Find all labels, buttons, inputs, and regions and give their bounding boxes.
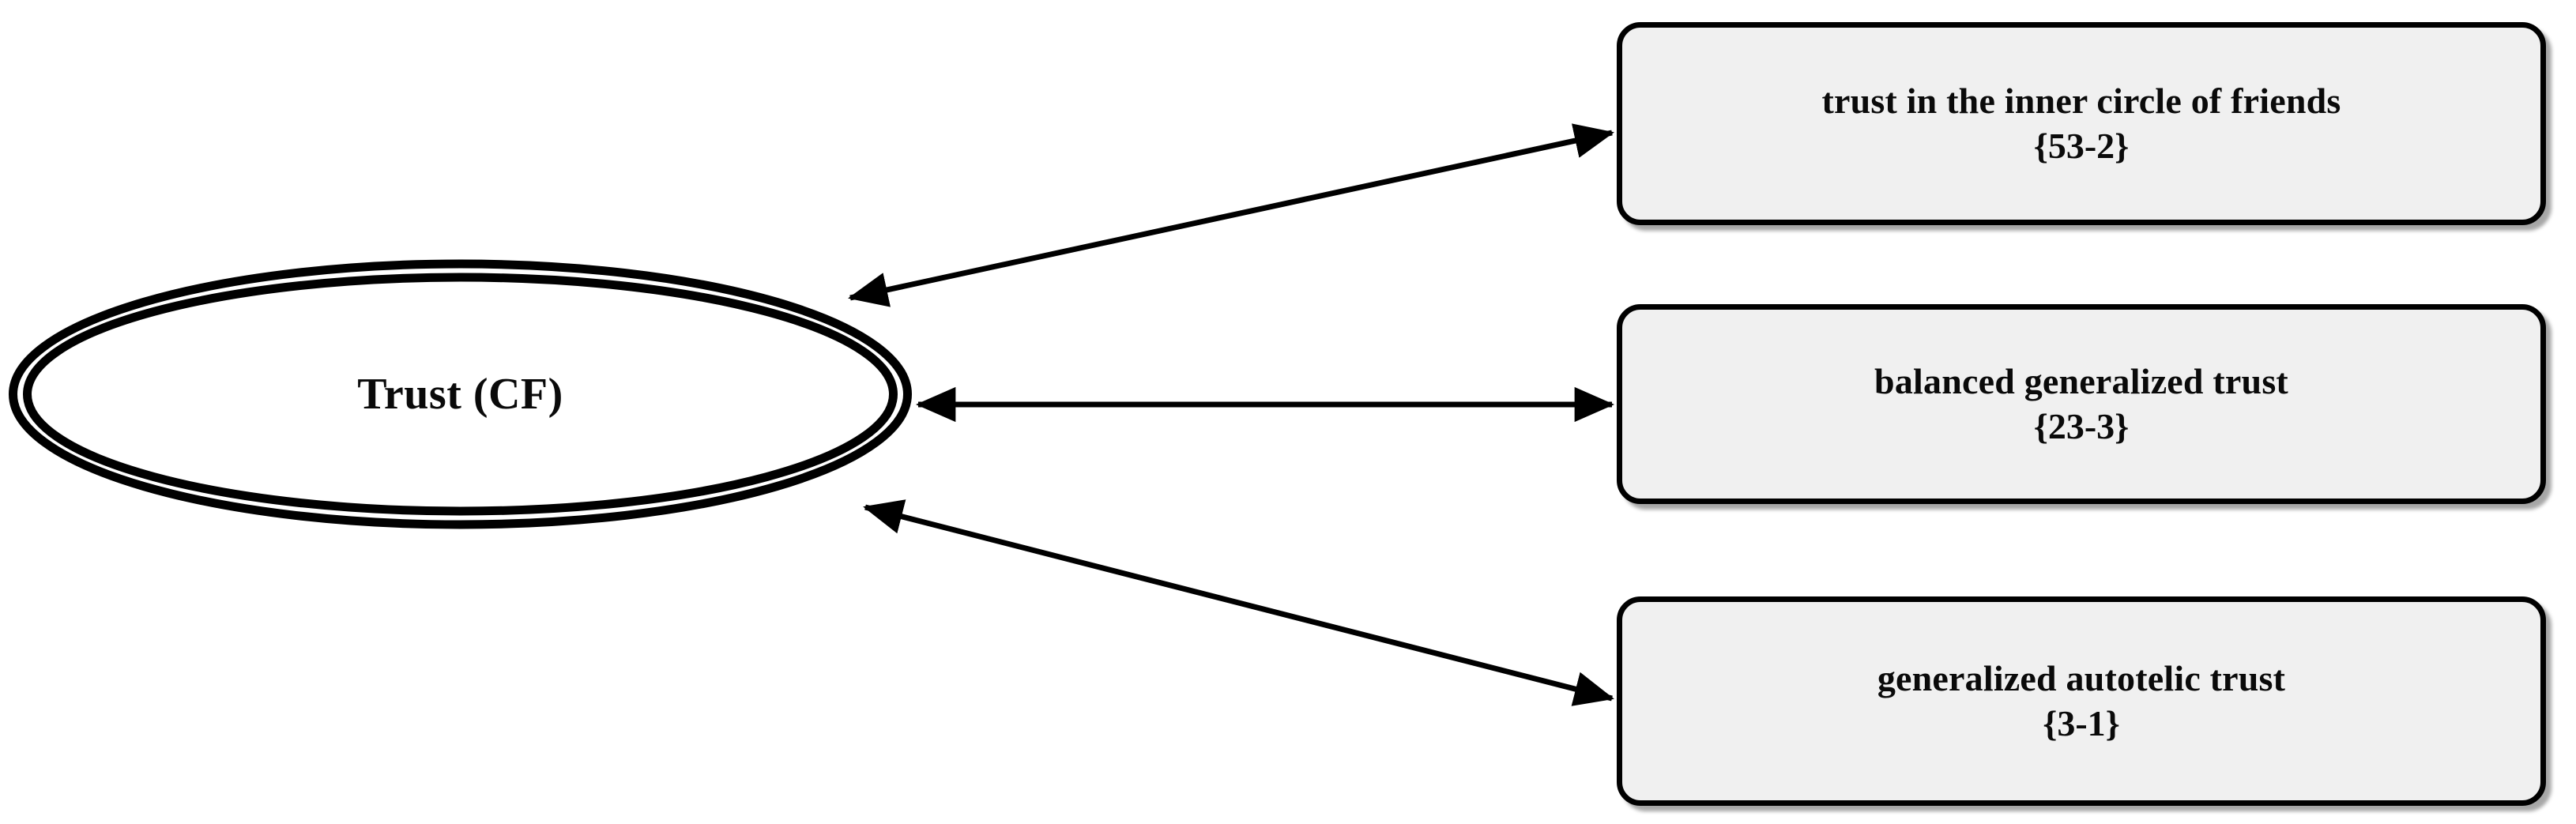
central-node-trust-cf[interactable]: Trust (CF) xyxy=(8,259,913,529)
node-box-generalized-autotelic-trust[interactable]: generalized autotelic trust {3-1} xyxy=(1617,596,2546,806)
connector-1-arrow xyxy=(848,123,1614,307)
node-1-code: {53-2} xyxy=(2033,125,2130,166)
node-2-label: balanced generalized trust xyxy=(1874,361,2288,402)
node-2-code: {23-3} xyxy=(2033,405,2130,446)
double-ellipse-shape xyxy=(9,259,912,529)
node-1-label: trust in the inner circle of friends xyxy=(1821,81,2341,122)
node-box-balanced-generalized-trust[interactable]: balanced generalized trust {23-3} xyxy=(1617,304,2546,504)
central-node-label: Trust (CF) xyxy=(357,370,563,419)
node-3-label: generalized autotelic trust xyxy=(1877,658,2286,699)
connector-3-arrow xyxy=(863,499,1614,706)
node-box-trust-inner-circle-of-friends[interactable]: trust in the inner circle of friends {53… xyxy=(1617,22,2546,225)
node-3-code: {3-1} xyxy=(2043,702,2120,743)
ellipse-inner-ring xyxy=(23,273,898,516)
